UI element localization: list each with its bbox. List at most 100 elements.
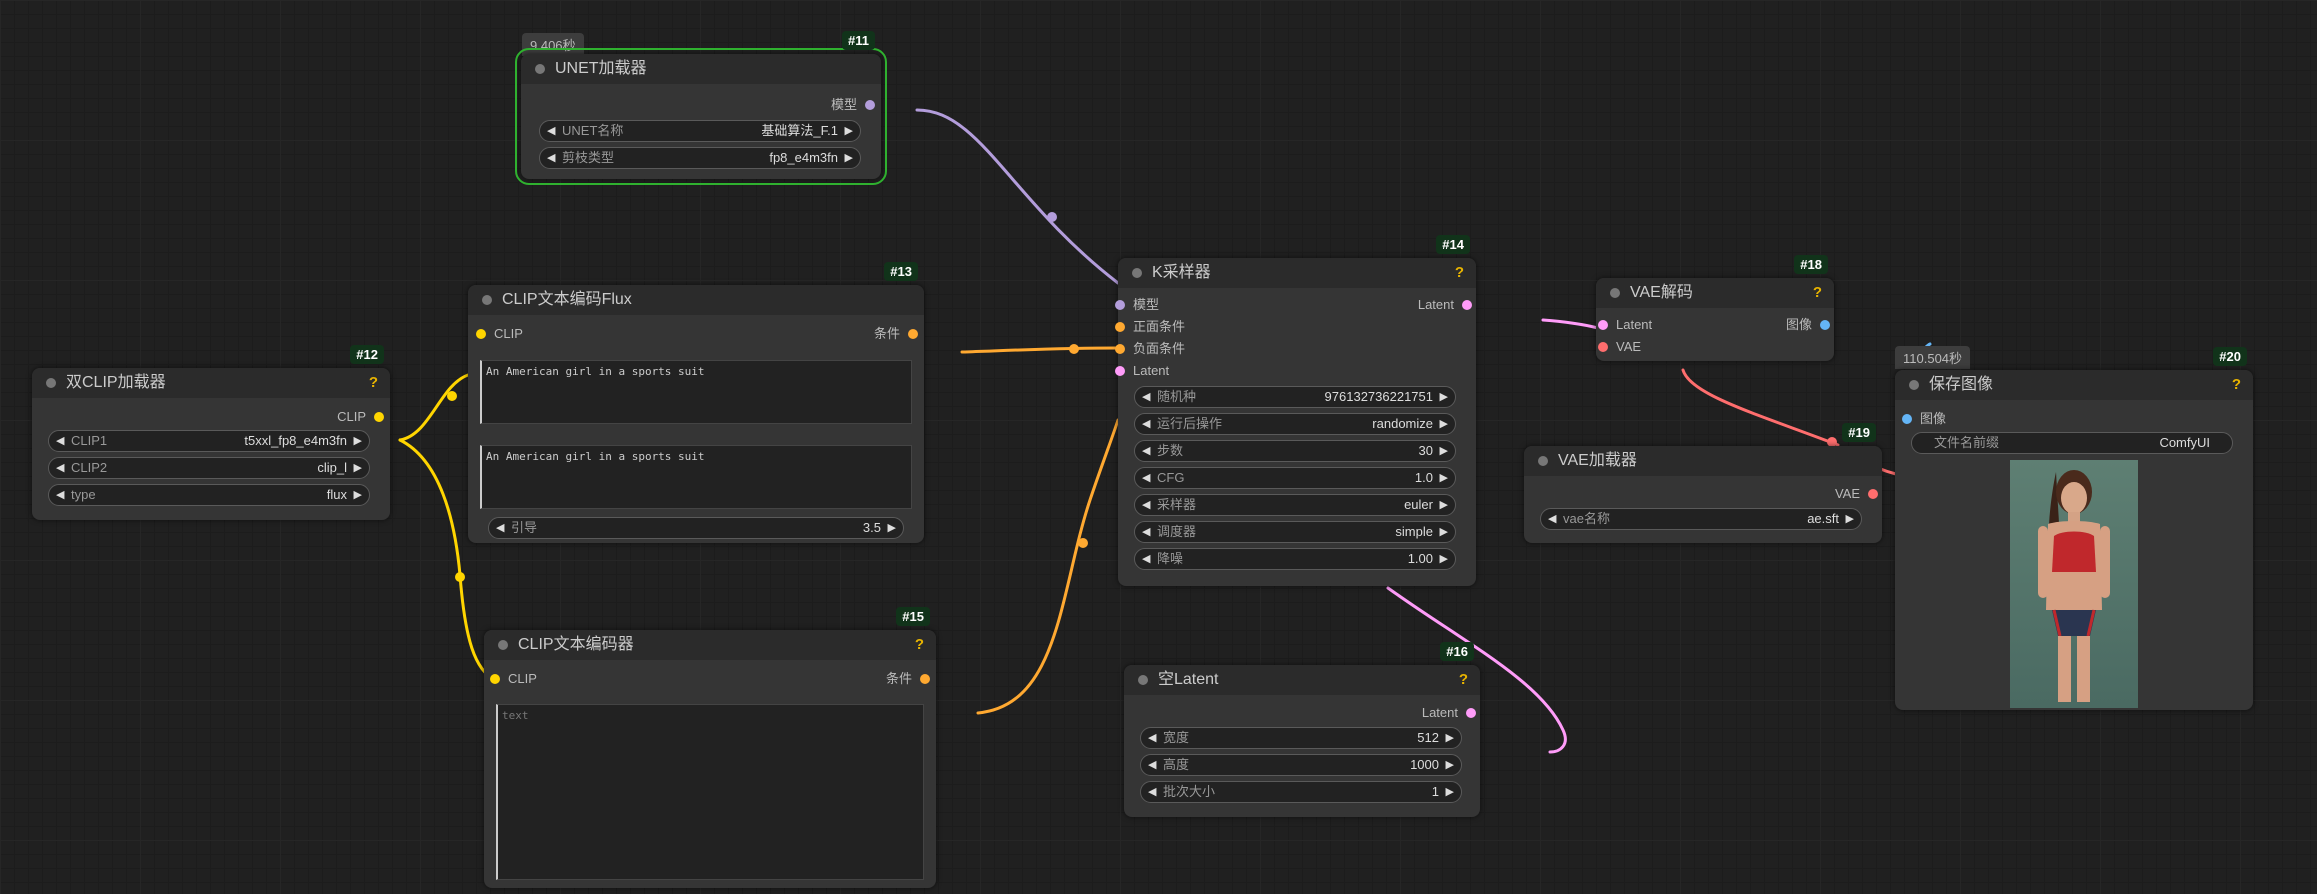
slot-dot-icon[interactable] <box>908 329 918 339</box>
clip-l-textarea[interactable]: An American girl in a sports suit <box>480 360 912 424</box>
input-positive[interactable]: 正面条件 <box>1115 318 1185 336</box>
output-conditioning[interactable]: 条件 <box>874 325 918 343</box>
empty-latent-node[interactable]: #16 空Latent ? Latent ◀ 宽度 512 ▶ ◀ 高度 100… <box>1124 642 1480 817</box>
slot-dot-icon[interactable] <box>865 100 875 110</box>
collapse-dot-icon[interactable] <box>1610 288 1620 298</box>
input-clip[interactable]: CLIP <box>476 325 523 343</box>
collapse-dot-icon[interactable] <box>1138 675 1148 685</box>
arrow-left-icon[interactable]: ◀ <box>56 489 65 501</box>
help-icon[interactable]: ? <box>1454 264 1464 281</box>
collapse-dot-icon[interactable] <box>482 295 492 305</box>
sampler-combo[interactable]: ◀ 采样器 euler ▶ <box>1134 494 1456 516</box>
output-latent[interactable]: Latent <box>1422 704 1476 722</box>
output-latent[interactable]: Latent <box>1418 296 1472 314</box>
arrow-right-icon[interactable]: ▶ <box>1439 472 1448 484</box>
scheduler-combo[interactable]: ◀ 调度器 simple ▶ <box>1134 521 1456 543</box>
arrow-left-icon[interactable]: ◀ <box>1148 786 1157 798</box>
save-image-node[interactable]: #20 保存图像 ? 图像 文件名前缀 ComfyUI <box>1895 347 2253 710</box>
collapse-dot-icon[interactable] <box>1909 380 1919 390</box>
arrow-left-icon[interactable]: ◀ <box>1142 553 1151 565</box>
arrow-right-icon[interactable]: ▶ <box>353 435 362 447</box>
vae-loader-node[interactable]: #19 VAE加载器 VAE ◀ vae名称 ae.sft ▶ <box>1524 423 1882 543</box>
slot-dot-icon[interactable] <box>374 412 384 422</box>
slot-dot-icon[interactable] <box>1902 414 1912 424</box>
node-title[interactable]: CLIP文本编码Flux <box>468 285 924 315</box>
batch-size-number[interactable]: ◀ 批次大小 1 ▶ <box>1140 781 1462 803</box>
node-title[interactable]: K采样器 ? <box>1118 258 1476 288</box>
input-vae[interactable]: VAE <box>1598 338 1641 356</box>
arrow-left-icon[interactable]: ◀ <box>1142 526 1151 538</box>
node-title[interactable]: VAE解码 ? <box>1596 278 1834 308</box>
input-negative[interactable]: 负面条件 <box>1115 340 1185 358</box>
arrow-right-icon[interactable]: ▶ <box>1439 391 1448 403</box>
arrow-right-icon[interactable]: ▶ <box>1445 759 1454 771</box>
unet-name-combo[interactable]: ◀ UNET名称 基础算法_F.1 ▶ <box>539 120 861 142</box>
help-icon[interactable]: ? <box>914 636 924 653</box>
clip2-combo[interactable]: ◀ CLIP2 clip_l ▶ <box>48 457 370 479</box>
dual-clip-loader-node[interactable]: #12 双CLIP加载器 ? CLIP ◀ CLIP1 t5xxl_fp8_e4… <box>32 345 390 520</box>
arrow-left-icon[interactable]: ◀ <box>547 152 556 164</box>
arrow-left-icon[interactable]: ◀ <box>56 435 65 447</box>
clip-text-encode-node[interactable]: #15 CLIP文本编码器 ? CLIP 条件 text <box>484 607 936 888</box>
arrow-right-icon[interactable]: ▶ <box>1439 553 1448 565</box>
node-title[interactable]: 双CLIP加载器 ? <box>32 368 390 398</box>
cfg-number[interactable]: ◀ CFG 1.0 ▶ <box>1134 467 1456 489</box>
arrow-right-icon[interactable]: ▶ <box>353 462 362 474</box>
collapse-dot-icon[interactable] <box>535 64 545 74</box>
arrow-left-icon[interactable]: ◀ <box>496 522 505 534</box>
clip-text-encode-flux-node[interactable]: #13 CLIP文本编码Flux CLIP 条件 An American gir… <box>468 262 924 543</box>
arrow-left-icon[interactable]: ◀ <box>1142 418 1151 430</box>
arrow-left-icon[interactable]: ◀ <box>1142 499 1151 511</box>
arrow-right-icon[interactable]: ▶ <box>1445 786 1454 798</box>
help-icon[interactable]: ? <box>1458 671 1468 688</box>
output-vae[interactable]: VAE <box>1835 485 1878 503</box>
vae-decode-node[interactable]: #18 VAE解码 ? Latent VAE 图像 <box>1596 255 1834 361</box>
slot-dot-icon[interactable] <box>1115 322 1125 332</box>
control-after-generate-combo[interactable]: ◀ 运行后操作 randomize ▶ <box>1134 413 1456 435</box>
help-icon[interactable]: ? <box>1812 284 1822 301</box>
arrow-right-icon[interactable]: ▶ <box>1439 418 1448 430</box>
slot-dot-icon[interactable] <box>1466 708 1476 718</box>
weight-dtype-combo[interactable]: ◀ 剪枝类型 fp8_e4m3fn ▶ <box>539 147 861 169</box>
collapse-dot-icon[interactable] <box>1538 456 1548 466</box>
arrow-right-icon[interactable]: ▶ <box>1445 732 1454 744</box>
arrow-left-icon[interactable]: ◀ <box>1548 513 1557 525</box>
slot-dot-icon[interactable] <box>1462 300 1472 310</box>
collapse-dot-icon[interactable] <box>1132 268 1142 278</box>
input-clip[interactable]: CLIP <box>490 670 537 688</box>
input-image[interactable]: 图像 <box>1902 410 1946 428</box>
denoise-number[interactable]: ◀ 降噪 1.00 ▶ <box>1134 548 1456 570</box>
unet-loader-node[interactable]: #11 UNET加载器 模型 ◀ UNET名称 基础算法_F.1 ▶ ◀ 剪枝类… <box>515 31 887 185</box>
slot-dot-icon[interactable] <box>476 329 486 339</box>
arrow-right-icon[interactable]: ▶ <box>353 489 362 501</box>
arrow-left-icon[interactable]: ◀ <box>1148 759 1157 771</box>
help-icon[interactable]: ? <box>2231 376 2241 393</box>
text-textarea[interactable]: text <box>496 704 924 880</box>
input-latent[interactable]: Latent <box>1115 362 1169 380</box>
arrow-left-icon[interactable]: ◀ <box>547 125 556 137</box>
height-number[interactable]: ◀ 高度 1000 ▶ <box>1140 754 1462 776</box>
slot-dot-icon[interactable] <box>490 674 500 684</box>
collapse-dot-icon[interactable] <box>46 378 56 388</box>
arrow-right-icon[interactable]: ▶ <box>1845 513 1854 525</box>
collapse-dot-icon[interactable] <box>498 640 508 650</box>
t5xxl-textarea[interactable]: An American girl in a sports suit <box>480 445 912 509</box>
node-title[interactable]: VAE加载器 <box>1524 446 1882 476</box>
arrow-left-icon[interactable]: ◀ <box>56 462 65 474</box>
slot-dot-icon[interactable] <box>1820 320 1830 330</box>
output-image-preview[interactable] <box>2010 460 2138 708</box>
filename-prefix-input[interactable]: 文件名前缀 ComfyUI <box>1911 432 2233 454</box>
width-number[interactable]: ◀ 宽度 512 ▶ <box>1140 727 1462 749</box>
arrow-left-icon[interactable]: ◀ <box>1148 732 1157 744</box>
arrow-left-icon[interactable]: ◀ <box>1142 445 1151 457</box>
slot-dot-icon[interactable] <box>1115 344 1125 354</box>
slot-dot-icon[interactable] <box>1598 320 1608 330</box>
arrow-right-icon[interactable]: ▶ <box>1439 499 1448 511</box>
steps-number[interactable]: ◀ 步数 30 ▶ <box>1134 440 1456 462</box>
node-title[interactable]: CLIP文本编码器 ? <box>484 630 936 660</box>
input-latent[interactable]: Latent <box>1598 316 1652 334</box>
output-model[interactable]: 模型 <box>831 96 875 114</box>
ksampler-node[interactable]: #14 K采样器 ? 模型 正面条件 负面条件 Latent Latent ◀ … <box>1115 235 1476 586</box>
output-clip[interactable]: CLIP <box>337 408 384 426</box>
node-title[interactable]: 空Latent ? <box>1124 665 1480 695</box>
